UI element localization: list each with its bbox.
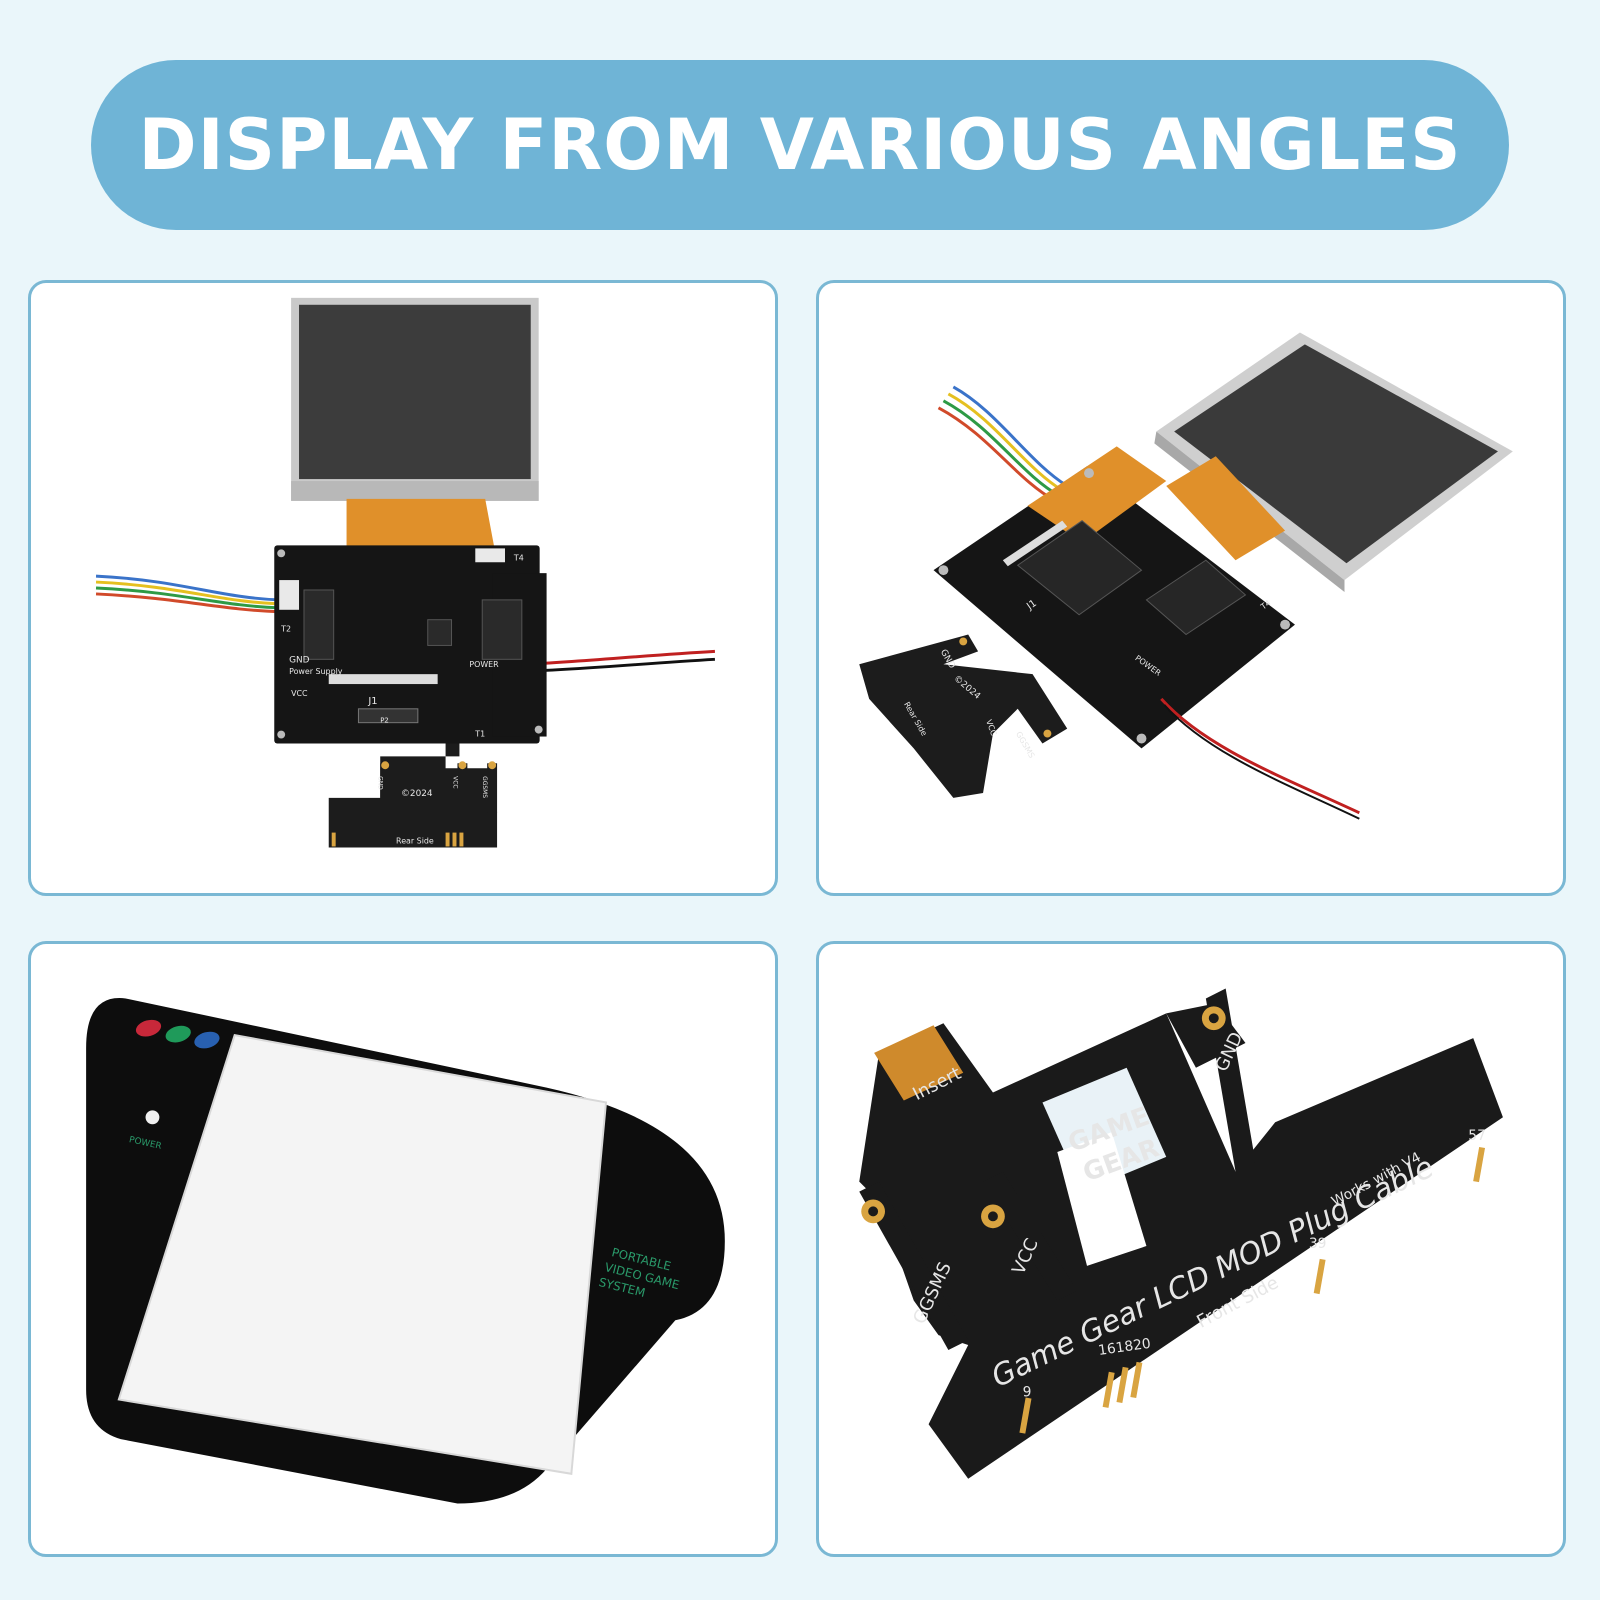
label-pin-9: 9 (1023, 1385, 1032, 1401)
wire-power-red (1160, 697, 1360, 815)
wire-power-black (526, 657, 716, 673)
chip (1016, 520, 1143, 616)
label-ggsms-pin: GGSMS (481, 776, 488, 798)
panel-front-view: GND Power Supply VCC J1 P2 T1 T2 T4 POWE… (28, 280, 778, 896)
insert-contacts (874, 1025, 964, 1101)
wire-blue (95, 574, 280, 602)
chip (303, 589, 335, 660)
wire-red (95, 592, 280, 614)
power-led (145, 1110, 160, 1125)
gnd-tab (1205, 988, 1256, 1172)
title-banner: DISPLAY FROM VARIOUS ANGLES (91, 60, 1509, 230)
chip (481, 599, 523, 660)
rear-flex-cable (859, 634, 1068, 798)
label-pin-57: 57 (1468, 1128, 1486, 1144)
label-vcc: VCC (291, 689, 308, 698)
dot-blue (194, 1031, 220, 1049)
wire-yellow (95, 580, 280, 606)
dot-red (135, 1019, 162, 1037)
wire-green (95, 586, 280, 610)
label-vcc-pin: VCC (452, 776, 459, 788)
pcb-board (274, 545, 540, 744)
wire-power-black (1163, 704, 1360, 820)
connector-j1 (328, 674, 438, 685)
label-p2: P2 (380, 717, 389, 725)
panel-angled-view: GND ©2024 Rear Side VCC GGSMS J1 POWER T… (816, 280, 1566, 896)
label-ggsms: GGSMS (1014, 730, 1036, 760)
pcb-board (933, 466, 1295, 749)
lens-illustration: POWER PORTABLE VIDEO GAME SYSTEM (86, 998, 725, 1504)
front-view-illustration: GND Power Supply VCC J1 P2 T1 T2 T4 POWE… (95, 297, 716, 848)
orange-flex-cable (1027, 446, 1167, 543)
dot-green (165, 1025, 191, 1043)
label-rear-side: Rear Side (396, 836, 434, 845)
lens-window (117, 1033, 608, 1475)
label-pin-39: 39 (1309, 1236, 1327, 1252)
label-gnd-pin: GND (376, 776, 383, 790)
label-t2: T2 (280, 625, 291, 634)
banner-title: DISPLAY FROM VARIOUS ANGLES (138, 104, 1462, 186)
label-power-supply: Power Supply (289, 667, 343, 676)
label-gnd: GND (289, 655, 310, 665)
label-copyright: ©2024 (401, 789, 433, 799)
angled-view-illustration: GND ©2024 Rear Side VCC GGSMS J1 POWER T… (859, 332, 1513, 820)
chip (1145, 559, 1247, 636)
panel-screen-lens: POWER PORTABLE VIDEO GAME SYSTEM (28, 941, 778, 1557)
lcd-screen (1174, 344, 1498, 564)
vcc-tab (983, 1171, 1078, 1301)
cable-body (859, 1013, 1503, 1479)
label-j1: J1 (367, 696, 377, 707)
rear-flex-cable (328, 743, 498, 848)
panel-mod-plug-cable: Insert GND GAME GEAR Game Gear LCD MOD P… (816, 941, 1566, 1557)
ggsms-tab (859, 1181, 969, 1351)
mod-plug-cable-illustration: Insert GND GAME GEAR Game Gear LCD MOD P… (859, 988, 1503, 1479)
label-t1: T1 (474, 730, 485, 739)
label-pin-161820: 161820 (1097, 1336, 1152, 1359)
label-power: POWER (469, 660, 499, 669)
lcd-screen (299, 304, 531, 480)
label-t4: T4 (513, 553, 524, 562)
wire-power-red (526, 649, 716, 666)
